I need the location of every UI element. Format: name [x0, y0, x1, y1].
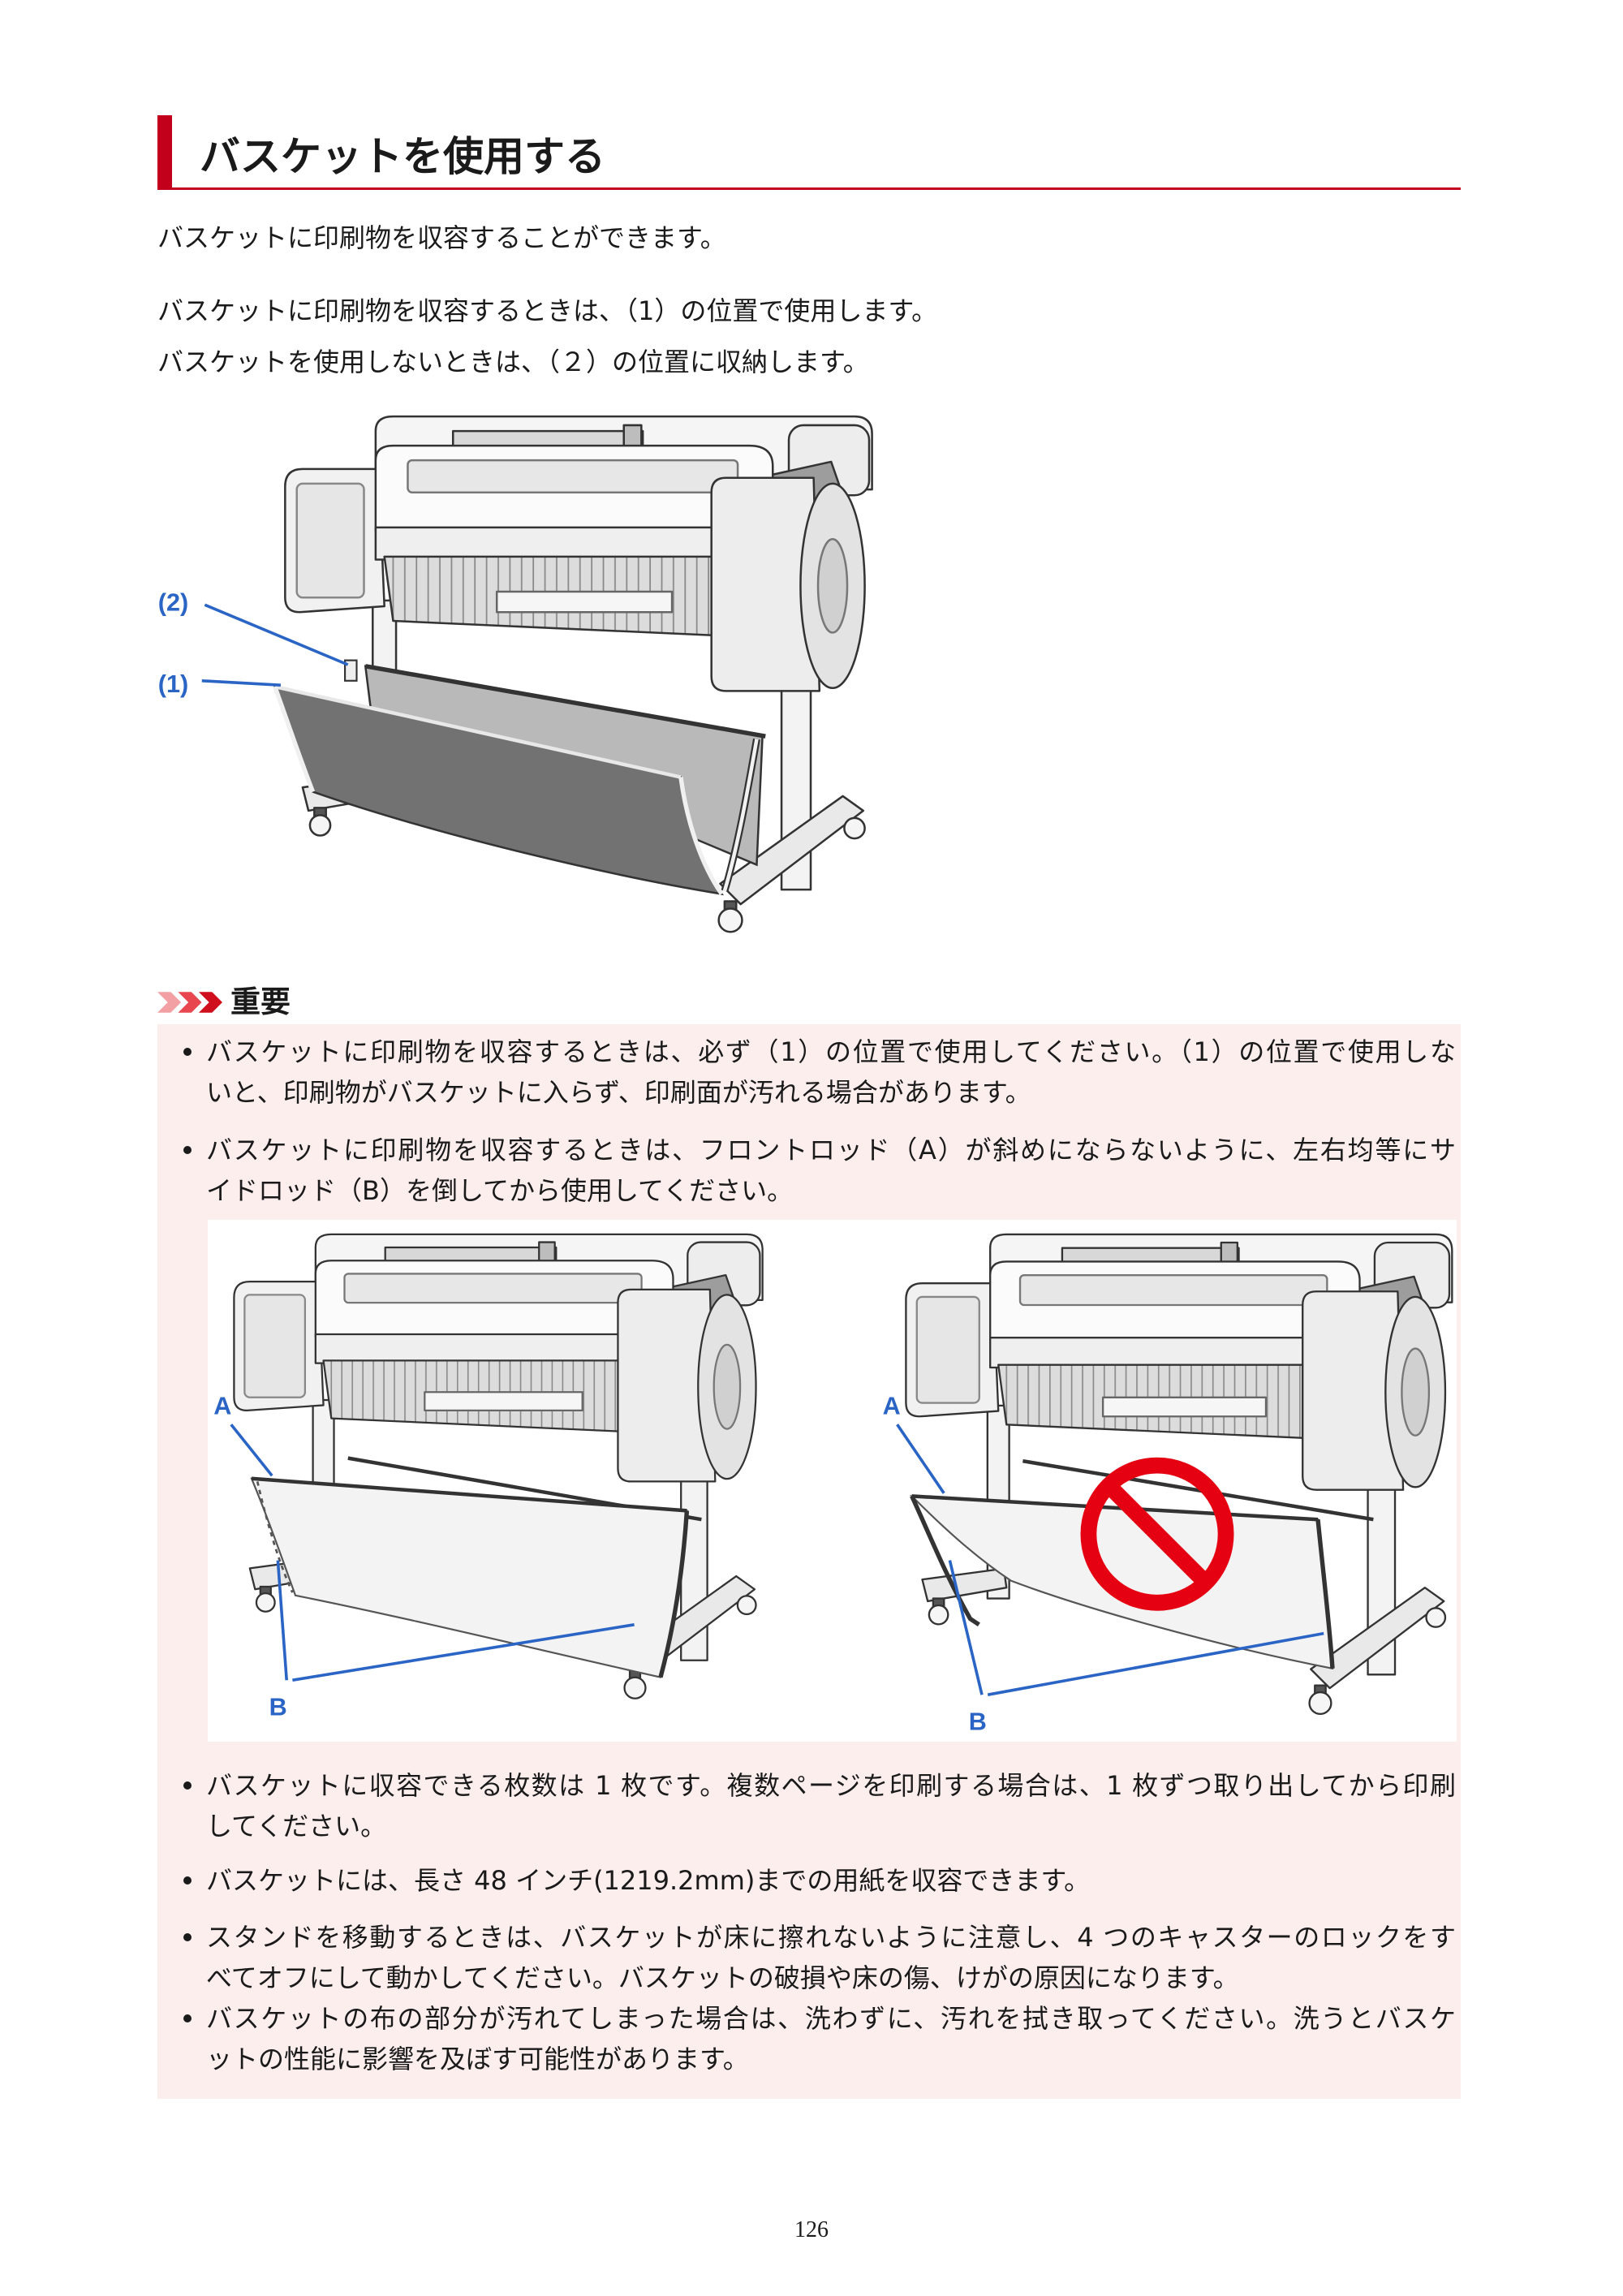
label-front-rod: A	[213, 1393, 231, 1420]
basket-back-rod	[364, 664, 766, 739]
rod-position-comparison: A B A B	[213, 1233, 1453, 1735]
intro-paragraph: バスケットに印刷物を収容するときは、（1）の位置で使用します。	[157, 295, 938, 326]
bullet-dot	[183, 1933, 192, 1941]
leader-line-front-rod	[896, 1424, 945, 1494]
bullet-line: イドロッド（B）を倒してから使用してください。	[206, 1175, 794, 1206]
basket-side-rod-right	[658, 1510, 690, 1678]
basket-front-rod	[251, 1476, 687, 1513]
page-title: バスケットを使用する	[200, 133, 605, 180]
important-heading: 重要	[230, 984, 291, 1019]
basket-side-rod-right	[678, 777, 724, 896]
label-side-rods: B	[969, 1708, 987, 1735]
label-side-rods: B	[269, 1693, 287, 1721]
title-underline	[157, 187, 1461, 190]
title-accent-bar	[157, 115, 172, 190]
triple-chevron-icon	[157, 992, 222, 1013]
intro-paragraph: バスケットに印刷物を収容することができます。	[157, 222, 726, 253]
bullet-dot	[183, 1146, 192, 1154]
bullet-line: してください。	[206, 1811, 387, 1842]
important-bullet: バスケットには、長さ 48 インチ(1219.2mm)までの用紙を収容できます。	[206, 1860, 1456, 1901]
label-position-2: (2)	[158, 588, 188, 616]
label-front-rod: A	[883, 1393, 901, 1420]
correct-rod-position: A B	[213, 1233, 764, 1721]
page-number: 126	[794, 2217, 829, 2242]
important-bullet: スタンドを移動するときは、バスケットが床に擦れないように注意し、4 つのキャスタ…	[206, 1917, 1456, 1998]
bullet-line: ットの性能に影響を及ぼす可能性があります。	[206, 2044, 749, 2074]
important-bullet: バスケットの布の部分が汚れてしまった場合は、洗わずに、汚れを拭き取ってください。…	[206, 1998, 1456, 2079]
basket-side-rod-left	[910, 1495, 980, 1627]
basket-right-frame-rod-highlight	[722, 739, 759, 892]
basket-front-rod	[274, 684, 682, 779]
basket-hook	[344, 659, 358, 682]
leader-line-position-2	[204, 603, 349, 666]
leader-line-front-rod	[230, 1424, 273, 1477]
leader-line-side-rod-right	[987, 1631, 1324, 1696]
bullet-line: バスケットに収容できる枚数は 1 枚です。複数ページを印刷する場合は、1 枚ずつ…	[206, 1770, 1456, 1801]
basket-back-rod	[1022, 1458, 1374, 1522]
rod-position-illustrations: A B A B	[208, 1220, 1457, 1742]
bullet-dot	[183, 2014, 192, 2022]
bullet-line: バスケットの布の部分が汚れてしまった場合は、洗わずに、汚れを拭き取ってください。…	[206, 2003, 1456, 2034]
leader-line-side-rod-right	[292, 1623, 635, 1682]
important-bullet: バスケットに収容できる枚数は 1 枚です。複数ページを印刷する場合は、1 枚ずつ…	[206, 1765, 1456, 1846]
bullet-line: スタンドを移動するときは、バスケットが床に擦れないように注意し、4 つのキャスタ…	[206, 1922, 1456, 1953]
bullet-line: いと、印刷物がバスケットに入らず、印刷面が汚れる場合があります。	[206, 1077, 1031, 1108]
label-position-1: (1)	[158, 670, 188, 698]
bullet-line: バスケットに印刷物を収容するときは、必ず（1）の位置で使用してください。（1）の…	[206, 1036, 1456, 1067]
leader-line-position-1	[201, 679, 282, 687]
important-bullet: バスケットに印刷物を収容するときは、必ず（1）の位置で使用してください。（1）の…	[206, 1032, 1456, 1113]
bullet-line: バスケットには、長さ 48 インチ(1219.2mm)までの用紙を収容できます。	[206, 1865, 1091, 1896]
basket-side-rod-left	[273, 686, 316, 793]
bullet-line: バスケットに印刷物を収容するときは、フロントロッド（A）が斜めにならないように、…	[206, 1135, 1456, 1165]
bullet-line: べてオフにして動かしてください。バスケットの破損や床の傷、けがの原因になります。	[206, 1962, 1239, 1993]
incorrect-rod-position: A B	[883, 1233, 1453, 1735]
leader-line-side-rod-left	[276, 1560, 288, 1681]
prohibition-icon	[1080, 1457, 1234, 1611]
leader-line-side-rod-left	[948, 1560, 984, 1695]
bullet-dot	[183, 1876, 192, 1885]
intro-paragraph: バスケットを使用しないときは、（２）の位置に収納します。	[157, 347, 869, 377]
basket-positions-illustration: (2) (1)	[158, 415, 873, 933]
basket-front-rod	[911, 1494, 1319, 1522]
important-bullet: バスケットに印刷物を収容するときは、フロントロッド（A）が斜めにならないように、…	[206, 1130, 1456, 1211]
bullet-dot	[183, 1781, 192, 1790]
basket-side-rod-right	[1315, 1518, 1335, 1669]
basket-fabric	[250, 1477, 688, 1678]
bullet-dot	[183, 1048, 192, 1056]
